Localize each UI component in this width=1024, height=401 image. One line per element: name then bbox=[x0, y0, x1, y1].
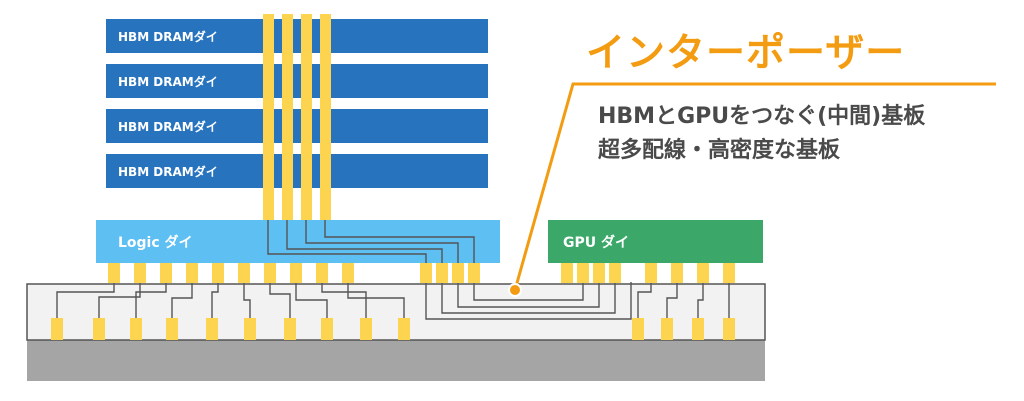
interposer-wiring bbox=[56, 282, 730, 320]
bump bbox=[238, 263, 250, 283]
hbm-dram-die-label: HBM DRAMダイ bbox=[118, 74, 218, 89]
logic-die-label: Logic ダイ bbox=[118, 234, 193, 251]
hbm-dram-die bbox=[106, 154, 488, 188]
micro-bumps bbox=[108, 263, 735, 283]
bump bbox=[130, 318, 142, 340]
callout-leader bbox=[508, 82, 996, 297]
bump bbox=[692, 318, 704, 340]
bump bbox=[244, 318, 256, 340]
bump bbox=[632, 318, 644, 340]
hbm-dram-stack: HBM DRAMダイ HBM DRAMダイ HBM DRAMダイ HBM DRA… bbox=[106, 19, 488, 188]
bump bbox=[697, 263, 709, 283]
logic-die-wiring bbox=[267, 220, 475, 263]
hbm-dram-die-label: HBM DRAMダイ bbox=[118, 119, 218, 134]
bump bbox=[561, 263, 573, 283]
gpu-die bbox=[548, 220, 763, 263]
bump bbox=[212, 263, 224, 283]
bump bbox=[166, 318, 178, 340]
bump bbox=[134, 263, 146, 283]
bump bbox=[593, 263, 605, 283]
bump bbox=[609, 263, 621, 283]
tsv-column bbox=[282, 14, 293, 220]
logic-die bbox=[96, 220, 500, 263]
tsv-column bbox=[320, 14, 331, 220]
bump bbox=[321, 318, 333, 340]
tsv-column bbox=[301, 14, 312, 220]
bump bbox=[723, 263, 735, 283]
bump bbox=[316, 263, 328, 283]
package-substrate bbox=[27, 340, 765, 381]
bump bbox=[51, 318, 63, 340]
callout-dot bbox=[508, 283, 522, 297]
hbm-dram-die bbox=[106, 64, 488, 98]
bump bbox=[160, 263, 172, 283]
hbm-dram-die bbox=[106, 109, 488, 143]
bump bbox=[420, 263, 432, 283]
bump bbox=[342, 263, 354, 283]
bump bbox=[398, 318, 410, 340]
bump bbox=[108, 263, 120, 283]
bump bbox=[186, 263, 198, 283]
bump bbox=[661, 318, 673, 340]
c4-bumps bbox=[51, 318, 735, 340]
bump bbox=[93, 318, 105, 340]
bump bbox=[671, 263, 683, 283]
gpu-die-label: GPU ダイ bbox=[563, 234, 629, 251]
tsv-columns bbox=[263, 14, 331, 220]
bump bbox=[206, 318, 218, 340]
bump bbox=[577, 263, 589, 283]
hbm-dram-die-label: HBM DRAMダイ bbox=[118, 164, 218, 179]
bump bbox=[436, 263, 448, 283]
bump bbox=[645, 263, 657, 283]
callout-description-line-2: 超多配線・高密度な基板 bbox=[598, 138, 841, 163]
hbm-dram-die-label: HBM DRAMダイ bbox=[118, 29, 218, 44]
bump bbox=[290, 263, 302, 283]
hbm-dram-die bbox=[106, 19, 488, 53]
tsv-column bbox=[263, 14, 274, 220]
callout-description-line-1: HBMとGPUをつなぐ(中間)基板 bbox=[598, 104, 926, 129]
bump bbox=[452, 263, 464, 283]
callout-title: インターポーザー bbox=[586, 31, 906, 76]
bump bbox=[264, 263, 276, 283]
bump bbox=[360, 318, 372, 340]
bump bbox=[723, 318, 735, 340]
bump bbox=[468, 263, 480, 283]
bump bbox=[284, 318, 296, 340]
